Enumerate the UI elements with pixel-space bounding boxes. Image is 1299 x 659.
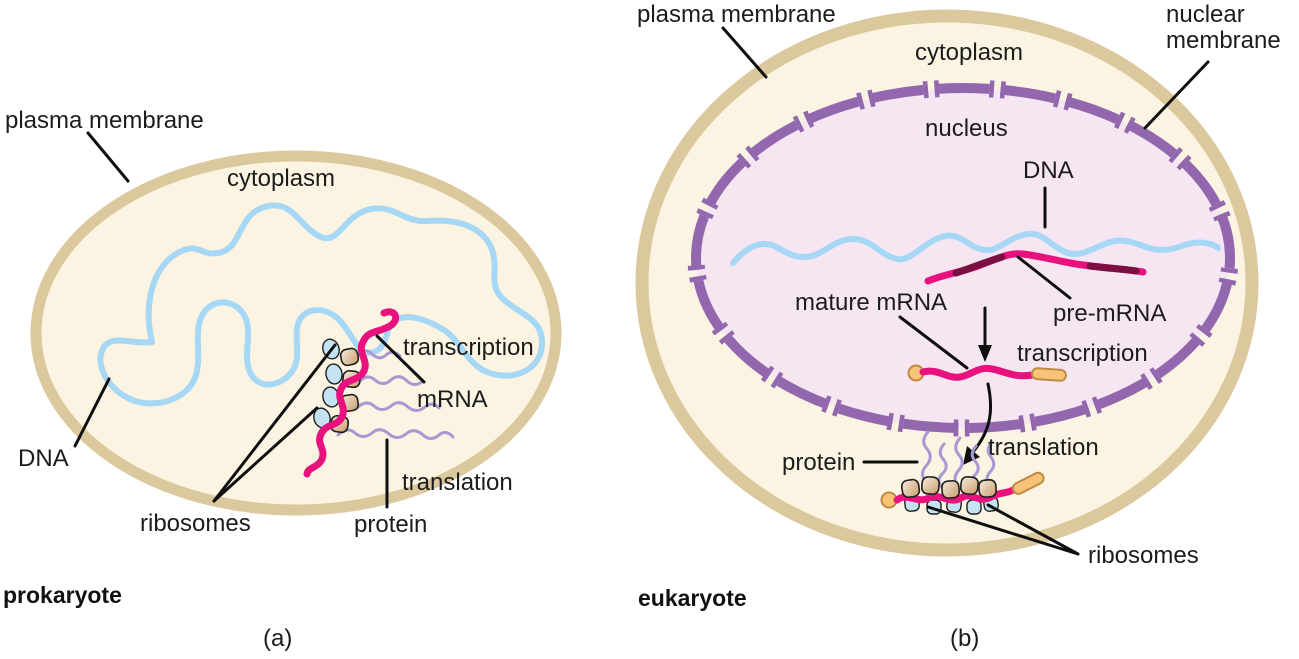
- nucleus-region: [696, 88, 1230, 428]
- mrna-pointer-line: [375, 334, 426, 384]
- panel-a-prokaryote: plasma membrane cytoplasm transcription …: [3, 107, 562, 652]
- protein-squiggle: [985, 440, 996, 488]
- prokaryote-ribosomes: [313, 338, 361, 434]
- mature-mrna-strand: [919, 364, 1036, 381]
- ribosomes-pointer-line: [212, 406, 319, 503]
- eukaryote-dna-strand: [730, 230, 1221, 266]
- protein-squiggle: [921, 430, 932, 484]
- mature-mrna: [907, 364, 1067, 382]
- label-nuclear-membrane-line1: nuclear: [1166, 1, 1245, 28]
- mrna-poly-a-tail: [1030, 367, 1067, 382]
- label-transcription: transcription: [403, 334, 534, 361]
- label-nucleus: nucleus: [925, 115, 1008, 142]
- panel-b-caption: eukaryote: [638, 585, 747, 611]
- label-translation: translation: [988, 434, 1099, 461]
- nuclear-membrane-pointer-line: [1143, 60, 1210, 130]
- ribosome-large-subunit: [339, 347, 360, 367]
- label-dna: DNA: [1023, 157, 1074, 184]
- label-cytoplasm: cytoplasm: [227, 165, 335, 192]
- mature-mrna-pointer-line: [898, 315, 969, 370]
- pre-mrna-pointer-line: [1016, 255, 1072, 300]
- label-pre-mrna: pre-mRNA: [1053, 300, 1166, 327]
- label-ribosomes: ribosomes: [1088, 542, 1199, 569]
- label-ribosomes: ribosomes: [140, 510, 251, 537]
- cytoplasm-mrna-strand: [893, 486, 1017, 504]
- label-mrna: mRNA: [417, 386, 488, 413]
- panel-b-tag: (b): [950, 625, 979, 652]
- pre-mrna-intron-segment: [1086, 262, 1140, 275]
- label-transcription: transcription: [1017, 340, 1148, 367]
- panel-a-caption: prokaryote: [3, 582, 122, 608]
- label-nuclear-membrane-line2: membrane: [1166, 27, 1281, 54]
- label-translation: translation: [402, 469, 513, 496]
- protein-squiggle: [336, 428, 455, 440]
- ribosome-large-subunit: [920, 476, 940, 496]
- label-plasma-membrane: plasma membrane: [5, 107, 204, 134]
- eukaryote-ribosomes: [880, 471, 1045, 515]
- label-mature-mrna: mature mRNA: [795, 289, 947, 316]
- label-dna: DNA: [18, 445, 69, 472]
- mrna-poly-a-tail: [1011, 471, 1045, 495]
- protein-squiggle: [357, 375, 425, 386]
- label-protein: protein: [354, 511, 427, 538]
- ribosome-large-subunit: [978, 478, 998, 498]
- dna-pointer-line: [73, 377, 111, 448]
- nuclear-membrane: [691, 83, 1235, 433]
- protein-squiggle: [953, 436, 964, 488]
- plasma-membrane-pointer-line: [721, 26, 768, 79]
- ribosome-large-subunit: [900, 478, 921, 499]
- panel-a-tag: (a): [263, 625, 292, 652]
- label-plasma-membrane: plasma membrane: [637, 1, 836, 28]
- ribosomes-pointer-line: [926, 505, 1080, 556]
- ribosome-large-subunit: [959, 476, 979, 496]
- label-protein: protein: [782, 449, 855, 476]
- ribosome-large-subunit: [941, 479, 961, 499]
- prokaryote-mrna-strand: [303, 308, 400, 478]
- ribosome-small-subunit: [325, 363, 343, 385]
- pre-mrna-intron-segment: [952, 253, 1006, 277]
- plasma-membrane-pointer-line: [86, 131, 130, 183]
- protein-squiggle: [355, 401, 441, 412]
- label-cytoplasm: cytoplasm: [915, 39, 1023, 66]
- ribosomes-pointer-line: [212, 343, 337, 503]
- panel-b-eukaryote: plasma membrane nuclear membrane cytopla…: [635, 1, 1281, 652]
- ribosomes-pointer-line: [986, 503, 1080, 556]
- prokaryote-dna-loop: [97, 202, 546, 407]
- transcription-arrow: [978, 306, 992, 362]
